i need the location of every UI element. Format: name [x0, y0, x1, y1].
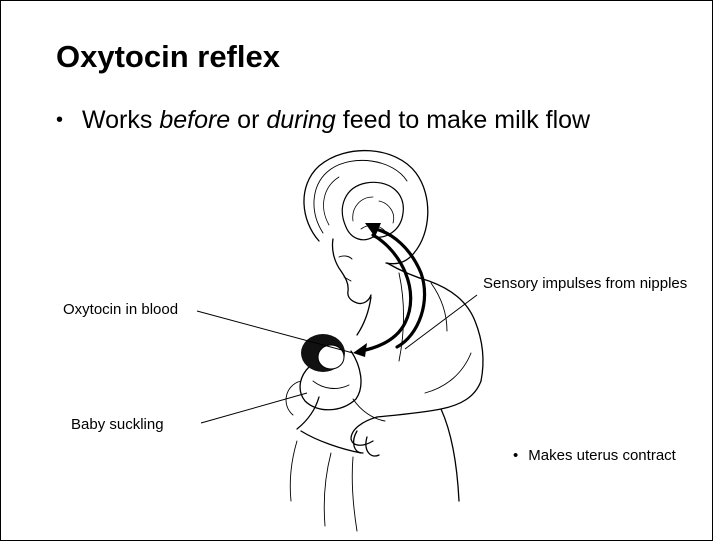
mother-face	[332, 239, 371, 304]
leader-baby	[201, 393, 307, 423]
mother-shoulder	[387, 263, 483, 381]
mother-hair	[304, 151, 428, 264]
label-oxytocin-in-blood: Oxytocin in blood	[63, 300, 178, 320]
mother-arm	[377, 381, 481, 417]
label-baby-suckling: Baby suckling	[71, 415, 164, 435]
label-uterus-contract: Makes uterus contract	[528, 447, 676, 464]
uterus-bullet-marker: •	[513, 447, 518, 464]
mother-hand	[351, 417, 379, 456]
leader-oxytocin	[197, 311, 353, 353]
label-sensory-impulses: Sensory impulses from nipples	[483, 274, 693, 294]
oxytocin-arrowhead	[353, 343, 367, 357]
bullet-uterus: • Makes uterus contract	[513, 446, 676, 466]
leader-sensory	[405, 295, 477, 349]
